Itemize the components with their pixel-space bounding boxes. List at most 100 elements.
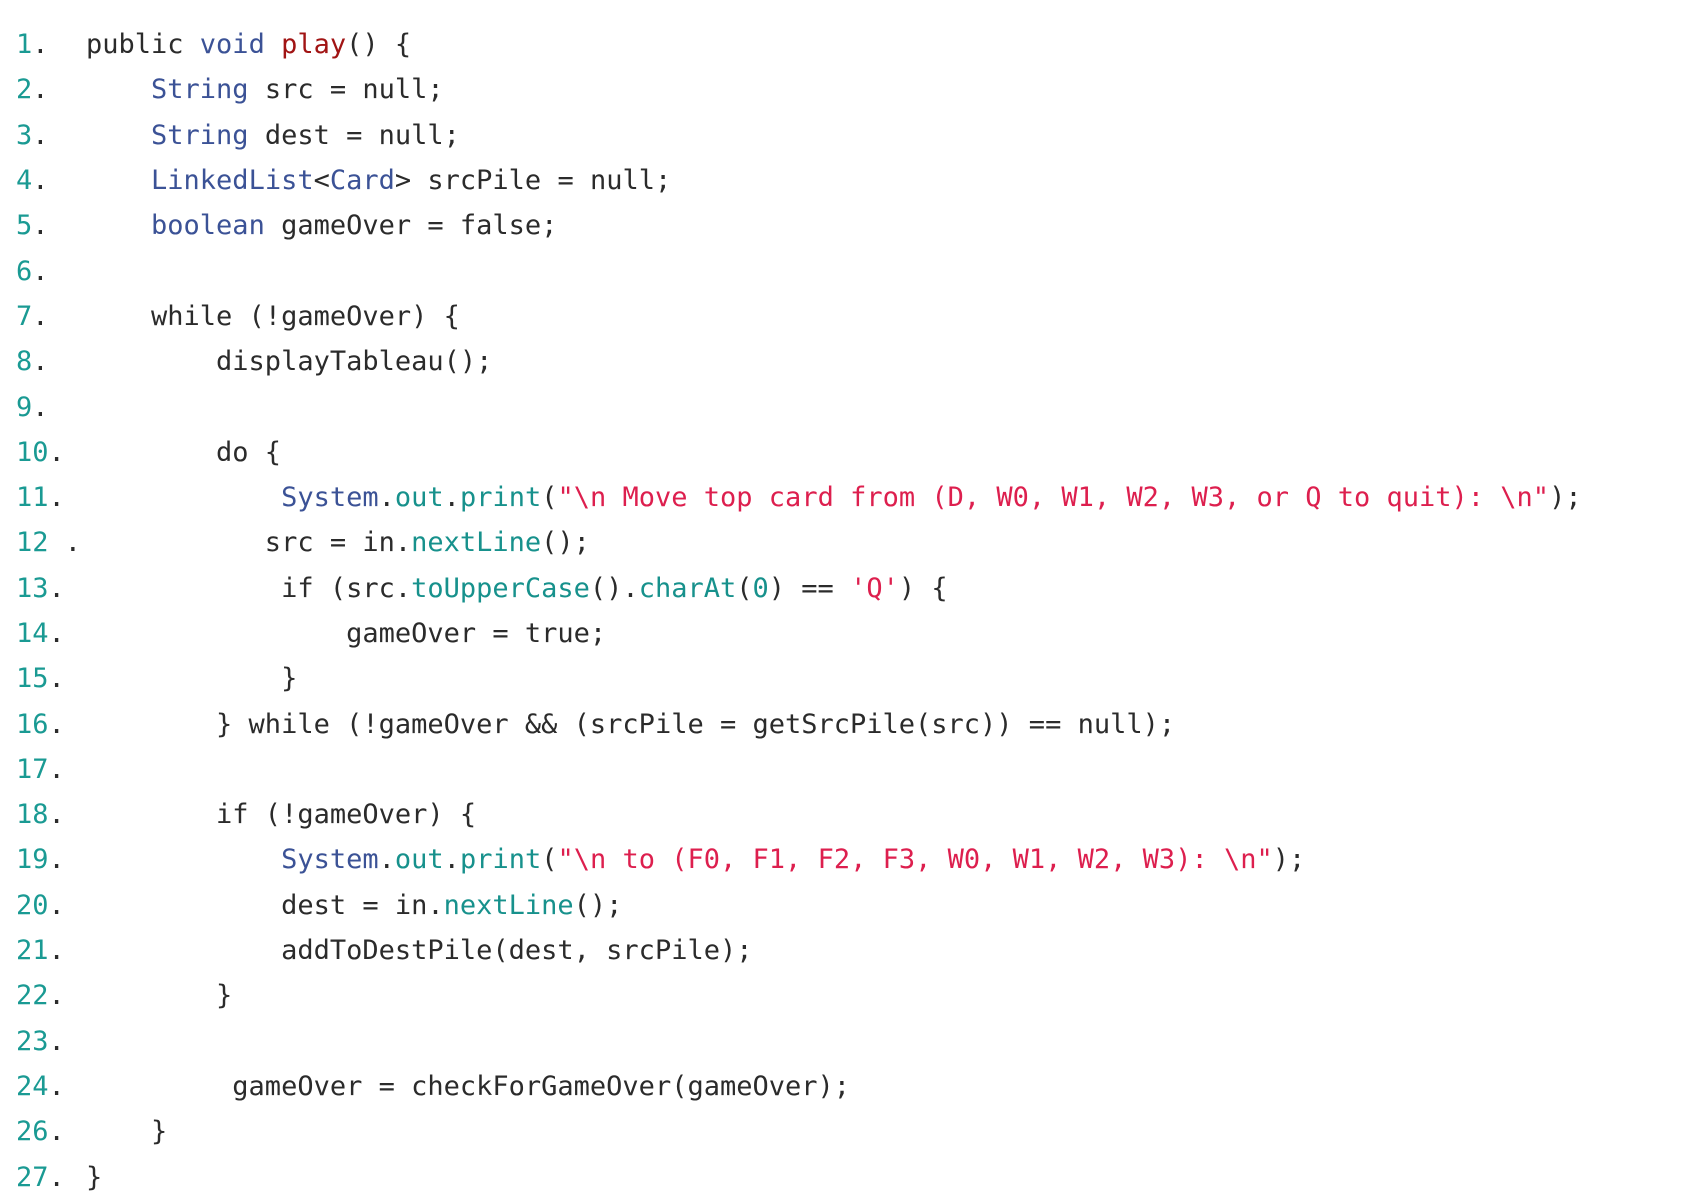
code-token: () { bbox=[346, 29, 412, 61]
line-number-dot: . bbox=[48, 572, 65, 604]
code-token: LinkedList bbox=[151, 165, 314, 197]
line-number-value: 23 bbox=[16, 1025, 49, 1057]
line-number-value: 7 bbox=[16, 300, 33, 332]
code-token: (); bbox=[573, 889, 623, 921]
code-line: 13. if (src.toUpperCase().charAt(0) == '… bbox=[0, 566, 1707, 611]
code-token: . bbox=[378, 844, 395, 876]
code-token: out bbox=[394, 844, 444, 876]
line-number: 5. bbox=[0, 210, 86, 241]
code-token: play bbox=[281, 29, 347, 61]
code-token: . bbox=[443, 482, 460, 514]
code-token: gameOver = true; bbox=[86, 618, 607, 649]
line-number-dot: . bbox=[32, 165, 49, 197]
line-number: 17. bbox=[0, 754, 86, 785]
line-number-dot: . bbox=[32, 391, 49, 423]
line-number-dot: . bbox=[32, 255, 49, 287]
line-number-dot: . bbox=[48, 482, 65, 514]
line-number-dot: . bbox=[48, 799, 65, 831]
line-number: 23. bbox=[0, 1026, 86, 1057]
code-token: ) == bbox=[768, 572, 851, 604]
line-number-value: 19 bbox=[16, 844, 49, 876]
code-line: 10. do { bbox=[0, 430, 1707, 475]
code-token: if (!gameOver) { bbox=[86, 799, 477, 831]
code-token: void bbox=[199, 29, 282, 61]
code-text: String dest = null; bbox=[86, 120, 460, 151]
line-number: 4. bbox=[0, 165, 86, 196]
code-token: ( bbox=[541, 482, 558, 514]
line-number-value: 2 bbox=[16, 74, 33, 106]
line-number-dot: . bbox=[48, 889, 65, 921]
code-token: addToDestPile(dest, srcPile); bbox=[86, 935, 753, 967]
line-number-value: 1 bbox=[16, 29, 33, 61]
code-token: ( bbox=[541, 844, 558, 876]
code-text: displayTableau(); bbox=[86, 346, 492, 377]
line-number-dot: . bbox=[48, 935, 65, 967]
line-number-value: 20 bbox=[16, 889, 49, 921]
line-number-value: 4 bbox=[16, 165, 33, 197]
code-text: addToDestPile(dest, srcPile); bbox=[86, 935, 752, 966]
code-token: < bbox=[313, 165, 330, 197]
code-token: if (src. bbox=[86, 572, 412, 604]
code-token: public bbox=[86, 29, 200, 61]
line-number-dot: . bbox=[48, 1025, 65, 1057]
code-text: if (!gameOver) { bbox=[86, 799, 476, 830]
code-text: } while (!gameOver && (srcPile = getSrcP… bbox=[86, 709, 1175, 740]
code-line: 21. addToDestPile(dest, srcPile); bbox=[0, 928, 1707, 973]
line-number-value: 18 bbox=[16, 799, 49, 831]
line-number: 21. bbox=[0, 935, 86, 966]
code-token: } bbox=[86, 663, 298, 695]
code-line: 22. } bbox=[0, 973, 1707, 1018]
line-number-dot: . bbox=[48, 1161, 65, 1193]
code-text: } bbox=[86, 1116, 167, 1147]
line-number: 9. bbox=[0, 392, 86, 423]
code-line: 3. String dest = null; bbox=[0, 113, 1707, 158]
code-text: String src = null; bbox=[86, 74, 444, 105]
code-line: 4. LinkedList<Card> srcPile = null; bbox=[0, 158, 1707, 203]
line-number-dot: . bbox=[32, 119, 49, 151]
code-line: 2. String src = null; bbox=[0, 67, 1707, 112]
line-number: 2. bbox=[0, 74, 86, 105]
code-line: 14. gameOver = true; bbox=[0, 611, 1707, 656]
line-number: 1. bbox=[0, 29, 86, 60]
code-token: src = null; bbox=[248, 74, 444, 106]
line-number-value: 9 bbox=[16, 391, 33, 423]
line-number-value: 15 bbox=[16, 663, 49, 695]
code-text: LinkedList<Card> srcPile = null; bbox=[86, 165, 671, 196]
code-token: . bbox=[378, 482, 395, 514]
line-number-value: 16 bbox=[16, 708, 49, 740]
code-line: 24. gameOver = checkForGameOver(gameOver… bbox=[0, 1064, 1707, 1109]
code-token: 0 bbox=[752, 572, 769, 604]
line-number: 24. bbox=[0, 1071, 86, 1102]
code-text: do { bbox=[86, 437, 281, 468]
code-token: . bbox=[443, 844, 460, 876]
code-token: print bbox=[459, 482, 542, 514]
code-line: 9. bbox=[0, 384, 1707, 429]
code-token: while (!gameOver) { bbox=[86, 300, 460, 332]
code-token: displayTableau(); bbox=[86, 346, 493, 378]
code-line: 8. displayTableau(); bbox=[0, 339, 1707, 384]
code-token: } while (!gameOver && (srcPile = getSrcP… bbox=[86, 708, 1176, 740]
line-number: 12 . bbox=[0, 527, 86, 558]
code-line: 23. bbox=[0, 1019, 1707, 1064]
code-token: boolean bbox=[151, 210, 265, 242]
code-token: ) { bbox=[898, 572, 948, 604]
code-text: gameOver = true; bbox=[86, 618, 606, 649]
code-line: 27.} bbox=[0, 1154, 1707, 1199]
code-token bbox=[86, 482, 281, 513]
code-token: ); bbox=[1272, 844, 1306, 876]
line-number-value: 27 bbox=[16, 1161, 49, 1193]
line-number: 10. bbox=[0, 437, 86, 468]
code-line: 19. System.out.print("\n to (F0, F1, F2,… bbox=[0, 837, 1707, 882]
code-token: (); bbox=[541, 527, 590, 559]
line-number-value: 17 bbox=[16, 753, 49, 785]
line-number-value: 3 bbox=[16, 119, 33, 151]
code-text: boolean gameOver = false; bbox=[86, 210, 557, 241]
code-token: gameOver = checkForGameOver(gameOver); bbox=[86, 1070, 851, 1102]
code-token bbox=[86, 74, 151, 105]
line-number: 16. bbox=[0, 709, 86, 740]
line-number-dot: . bbox=[48, 844, 65, 876]
line-number: 14. bbox=[0, 618, 86, 649]
code-token: print bbox=[459, 844, 542, 876]
line-number-dot: . bbox=[32, 29, 49, 61]
line-number: 26. bbox=[0, 1116, 86, 1147]
